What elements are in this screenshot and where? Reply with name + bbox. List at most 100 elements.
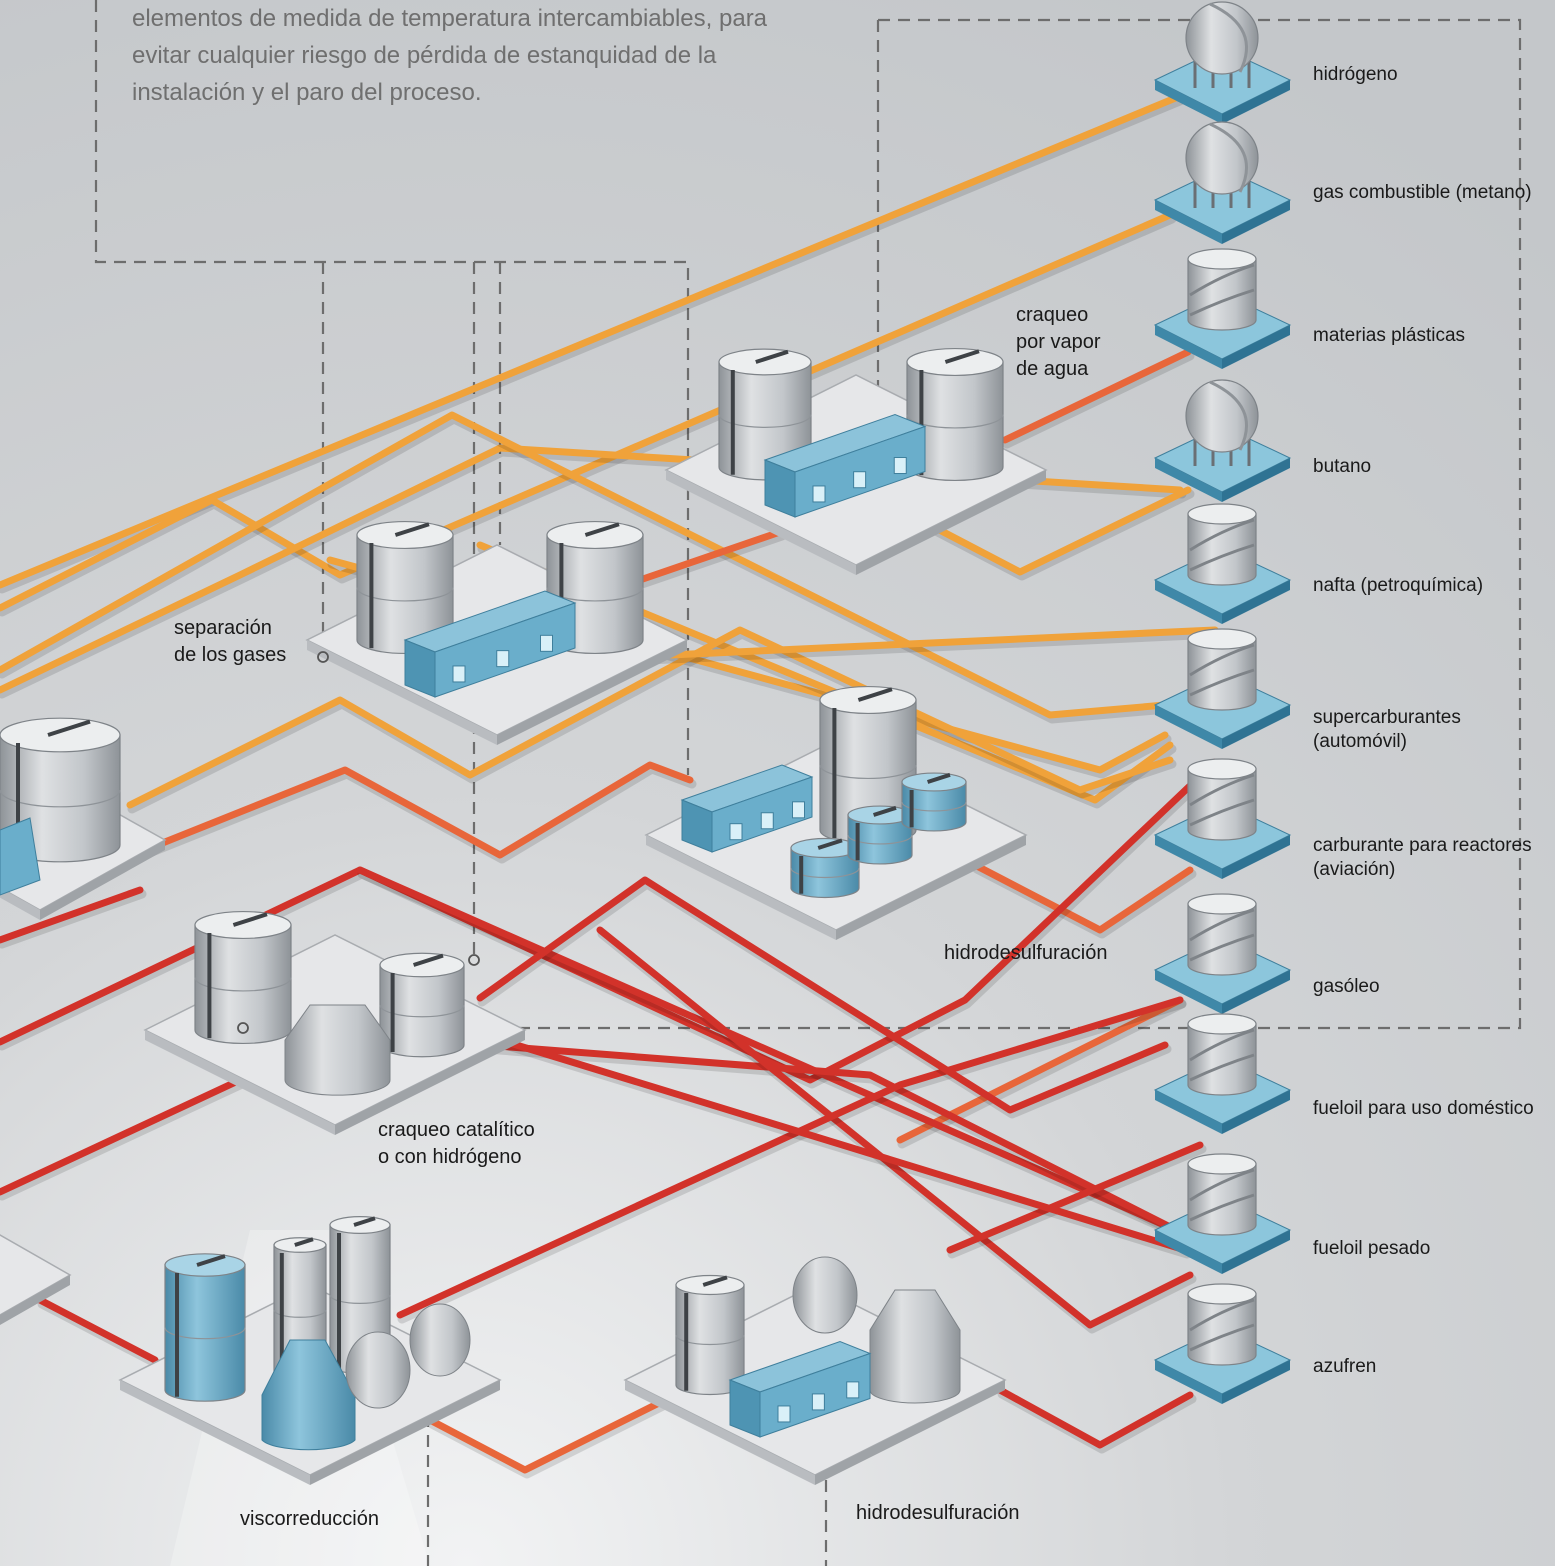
- process-units: [0, 347, 1048, 1485]
- tank-handrail: [353, 1216, 376, 1227]
- cylinder-top: [1187, 893, 1257, 915]
- cylinder-stair: [1189, 1168, 1255, 1202]
- tank-base-side: [1155, 1230, 1222, 1274]
- building-window: [893, 457, 907, 475]
- cylinder-top: [1187, 628, 1257, 650]
- tank-base-side: [1222, 705, 1290, 749]
- intro-line: instalación y el paro del proceso.: [132, 79, 482, 106]
- tank-ring: [718, 414, 812, 428]
- product-tank-7: [1153, 758, 1292, 879]
- tank-handrail: [196, 1254, 226, 1267]
- unit-hydrodesulfurization-upper: [644, 685, 1028, 940]
- tank-handrail: [294, 1237, 314, 1247]
- tank-body: [847, 814, 913, 865]
- tank-handrail: [944, 349, 980, 364]
- intro-line: elementos de medida de temperatura inter…: [132, 5, 768, 32]
- building-window: [729, 823, 743, 841]
- drum: [345, 1331, 411, 1409]
- product-tank-2: [1153, 121, 1292, 244]
- pipe-segment: [476, 541, 1174, 804]
- unit-label-catalytic-cracking: craqueo catalítico o con hidrógeno: [378, 1119, 535, 1168]
- product-tank-4: [1153, 379, 1292, 502]
- tank-base-side: [1155, 1360, 1222, 1404]
- product-label-sulfur: azufren: [1313, 1356, 1377, 1377]
- cylinder-body: [1187, 1293, 1257, 1366]
- cylinder-top: [1187, 1283, 1257, 1305]
- pipe-segment: [356, 866, 1184, 1236]
- cylinder-body: [1187, 768, 1257, 841]
- tank-base-side: [1222, 80, 1290, 124]
- cylinder-stair: [1189, 263, 1255, 297]
- tank-handrail: [857, 687, 893, 702]
- tank-ring: [0, 789, 121, 808]
- platform-side: [0, 1275, 70, 1325]
- tank-base-side: [1155, 200, 1222, 244]
- unit-left-bottom-partial: [0, 1234, 72, 1325]
- tank-ring: [329, 1294, 391, 1304]
- product-label-jet-fuel: carburante para reactores (aviación): [1313, 835, 1532, 880]
- tank-body: [790, 847, 860, 899]
- product-tank-3: [1153, 248, 1292, 369]
- tank-base-side: [1222, 580, 1290, 624]
- tank-handrail: [702, 1275, 728, 1287]
- cylinder-body: [1187, 513, 1257, 586]
- unit-label-gas-separation: separación de los gases: [174, 617, 287, 666]
- drum: [792, 1256, 858, 1334]
- reactor-vessel: [284, 1004, 391, 1096]
- pipe-segment: [126, 626, 1174, 809]
- building-window: [792, 801, 805, 819]
- pipe-segment: [996, 1386, 1194, 1449]
- tank-ring: [379, 1004, 465, 1018]
- product-tank-1: [1153, 1, 1292, 124]
- tank-top: [356, 520, 454, 550]
- pipe-segment: [426, 1396, 669, 1474]
- tank-ring: [906, 414, 1004, 429]
- tank-top: [164, 1253, 246, 1277]
- cylinder-stair: [1189, 773, 1255, 807]
- building-window: [540, 634, 553, 652]
- pipe-segment: [476, 876, 1169, 1114]
- tank-top: [546, 520, 644, 550]
- tank-ring: [847, 834, 913, 845]
- cylinder-top: [1187, 1013, 1257, 1035]
- cylinder-stair: [1189, 288, 1255, 317]
- cylinder-stair: [1189, 908, 1255, 942]
- product-tank-6: [1153, 628, 1292, 749]
- sensor-point: [237, 1022, 249, 1034]
- product-label-domestic-fuel-oil: fueloil para uso doméstico: [1313, 1098, 1534, 1119]
- tank-ring: [819, 764, 917, 780]
- intro-paragraph: elementos de medida de temperatura inter…: [132, 0, 872, 111]
- product-label-butane: butano: [1313, 456, 1372, 477]
- building-window: [812, 485, 826, 503]
- unit-gas-separation: [305, 520, 689, 745]
- tank-base-side: [1222, 835, 1290, 879]
- tank-base-side: [1222, 325, 1290, 369]
- unit-visbreaking: [118, 1215, 502, 1485]
- tank-top: [194, 910, 292, 940]
- unit-left-partial: [0, 717, 167, 920]
- tank-base-side: [1155, 80, 1222, 124]
- pipe-shadow: [897, 999, 1187, 1149]
- pipe-segment: [0, 411, 1169, 719]
- building-front: [434, 602, 576, 698]
- tank-handrail: [926, 772, 951, 784]
- tank-handrail: [817, 838, 843, 850]
- sensor-point: [468, 954, 480, 966]
- platform-side: [646, 835, 836, 940]
- product-tank-11: [1153, 1283, 1292, 1404]
- cylinder-stair: [1189, 933, 1255, 962]
- tank-base-side: [1155, 458, 1222, 502]
- cylinder-body: [1187, 258, 1257, 331]
- cylinder-stair: [1189, 798, 1255, 827]
- platform-side: [120, 1380, 310, 1485]
- unit-catalytic-cracking: [143, 910, 527, 1135]
- product-tank-9: [1153, 1013, 1292, 1134]
- tank-top: [819, 685, 917, 715]
- building-front: [0, 817, 41, 896]
- building-window: [777, 1405, 791, 1423]
- tank-handrail: [755, 349, 789, 364]
- tank-base-side: [1222, 970, 1290, 1014]
- tank-ring: [901, 801, 967, 812]
- cylinder-top: [1187, 758, 1257, 780]
- pipe-segment: [396, 996, 1184, 1319]
